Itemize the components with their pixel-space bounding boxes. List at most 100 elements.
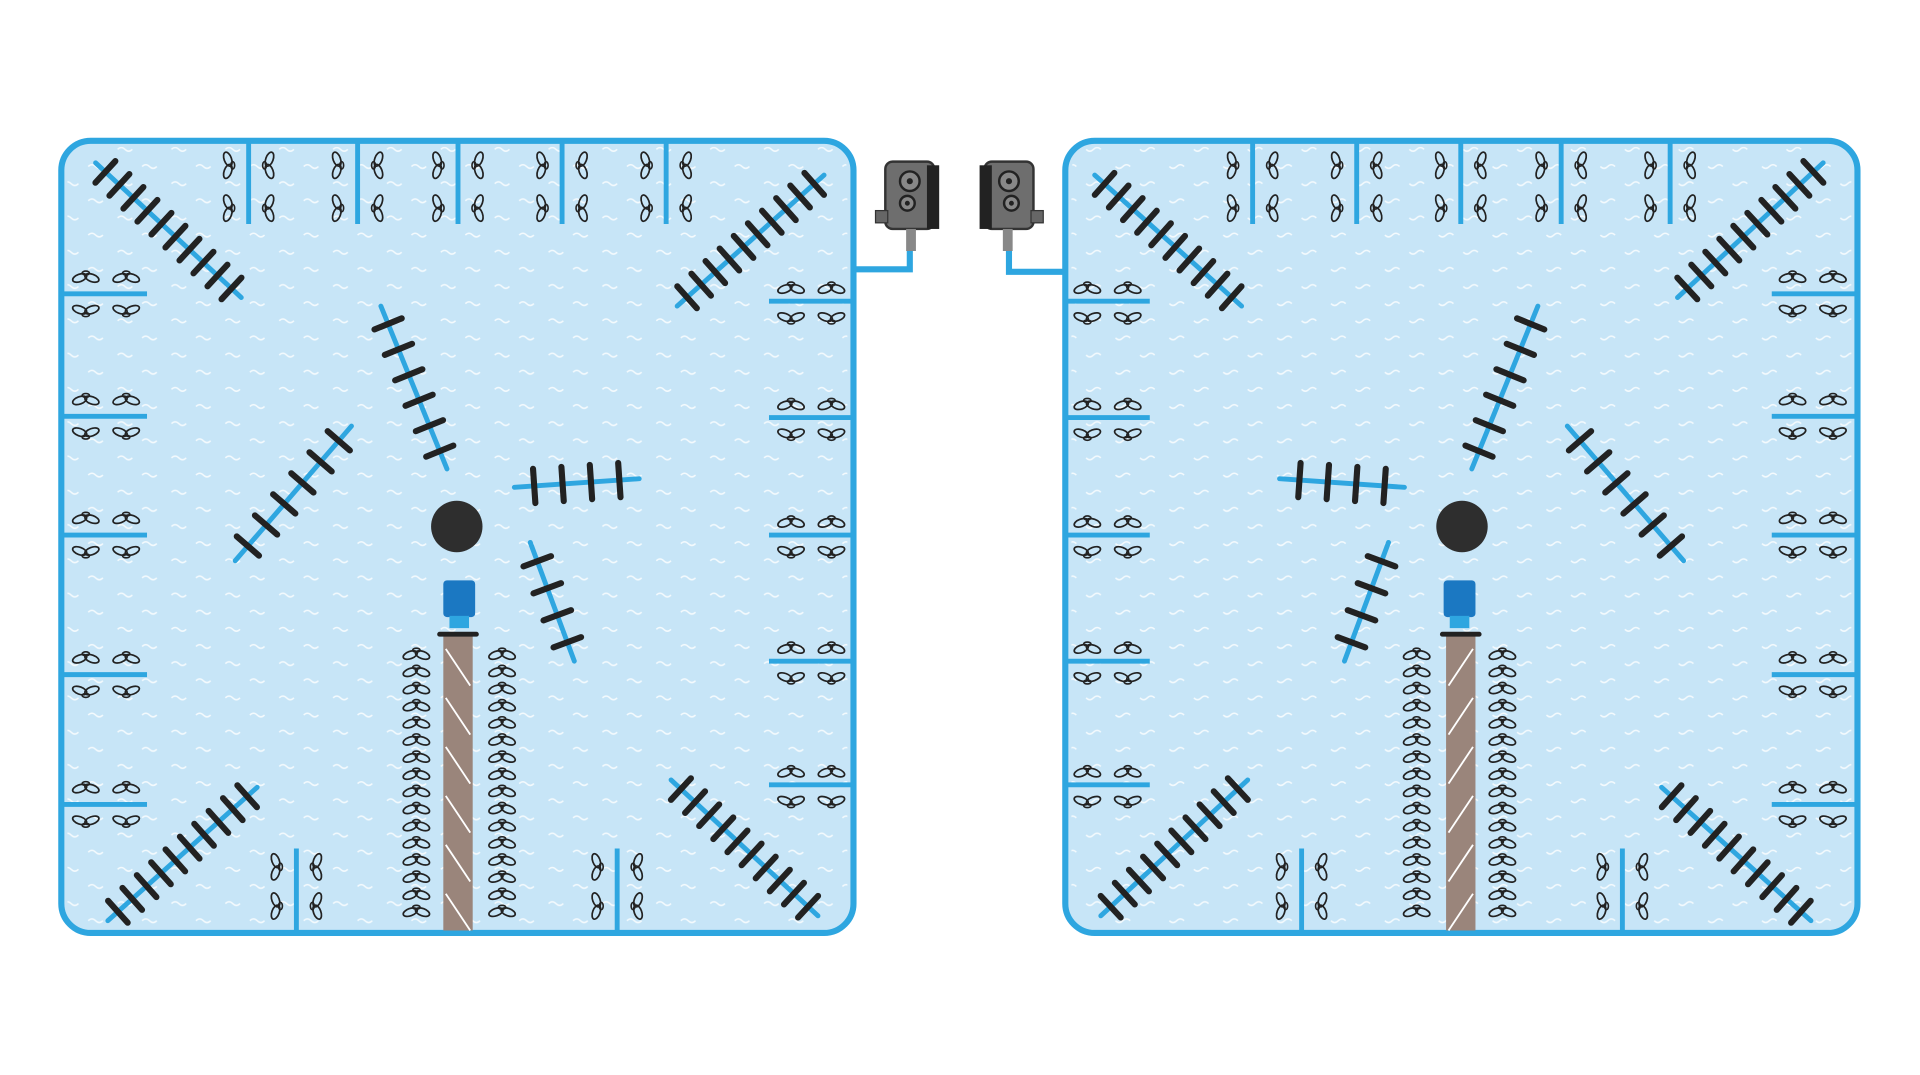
camera-cable (853, 250, 913, 273)
dock-plank (1140, 853, 1167, 882)
dock-plank (758, 207, 785, 236)
dock-plank (1674, 274, 1701, 303)
dock-plank (710, 814, 737, 843)
dock-plank (1503, 340, 1538, 358)
dock-plank (1354, 580, 1389, 597)
dock-plank (1716, 833, 1742, 862)
dock-plank (324, 428, 353, 454)
dock-plank (615, 459, 624, 501)
dock-plank (133, 872, 160, 901)
buoy (431, 500, 483, 553)
dock-plank (1656, 533, 1686, 559)
dock-plank (1148, 220, 1174, 249)
dock (520, 539, 585, 664)
dock-plank (1638, 512, 1667, 538)
dock-plank (1196, 801, 1223, 830)
dock (511, 459, 642, 507)
dock-plank (674, 283, 700, 312)
dock-plank (1204, 270, 1231, 299)
dock-plank (1334, 634, 1369, 651)
dock-plank (667, 775, 694, 803)
camera-right (978, 160, 1066, 275)
dock-plank (1154, 840, 1181, 869)
pier (1439, 631, 1482, 932)
pier-deck (1446, 634, 1476, 931)
bait-bucket-base (1449, 615, 1470, 629)
dock-plank (540, 607, 575, 624)
dock-plank (148, 859, 174, 888)
dock-plank (558, 463, 567, 505)
dock (667, 775, 822, 921)
dock-plank (1584, 449, 1613, 475)
dock-plank (204, 261, 231, 290)
pier-top (437, 631, 479, 637)
dock-plank (780, 879, 807, 908)
dock (371, 303, 457, 472)
dock-plank (1364, 553, 1399, 570)
dock (105, 782, 261, 926)
dock-plank (1091, 169, 1118, 198)
dock-plank (306, 449, 335, 475)
dock-plank (586, 461, 596, 503)
dock-plank (119, 884, 146, 913)
dock-plank (288, 470, 317, 496)
dock-plank (1730, 846, 1757, 875)
dock-plank (134, 196, 161, 225)
dock-plank (1323, 461, 1333, 503)
dock-plank (1097, 892, 1124, 921)
buoy (1436, 500, 1488, 553)
dock-plank (1716, 235, 1743, 264)
pier-stripe (444, 697, 472, 736)
dock-plank (702, 258, 729, 287)
dock-plank (219, 795, 246, 824)
pier-top (1439, 631, 1482, 637)
dock-plank (1168, 827, 1195, 856)
dock-plank (1483, 391, 1517, 409)
pier-stripe (1447, 697, 1474, 736)
dock-plank (1773, 884, 1800, 913)
pier-stripe (1447, 795, 1474, 834)
dock-plank (1744, 859, 1771, 888)
dock-plank (1182, 814, 1209, 843)
dock-plank (1772, 183, 1799, 212)
dock-plank (1224, 775, 1251, 803)
dock-walkway (1564, 423, 1687, 564)
dock-plank (148, 209, 175, 238)
dock-plank (1688, 261, 1715, 290)
dock (1462, 303, 1548, 472)
dock-plank (1190, 258, 1217, 287)
dock-plank (1380, 465, 1389, 507)
dock-plank (1134, 207, 1160, 236)
dock-plank (1658, 782, 1685, 811)
dock-plank (520, 553, 555, 570)
camera-cable (1005, 250, 1066, 275)
dock-plank (234, 782, 261, 811)
dock-plank (412, 417, 447, 435)
dock-plank (105, 897, 131, 926)
dock-plank (1218, 283, 1245, 312)
dock-plank (1513, 315, 1548, 333)
dock-plank (1702, 248, 1729, 277)
dock-plank (1462, 442, 1496, 460)
dock-plank (1673, 795, 1699, 824)
dock-plank (1701, 820, 1728, 849)
dock-plank (688, 270, 715, 299)
dock-plank (218, 274, 245, 303)
dock-plank (1295, 459, 1304, 501)
dock-plank (1351, 463, 1361, 505)
dock-plank (1125, 866, 1152, 895)
bait-bucket (1443, 580, 1476, 618)
dock-plank (787, 182, 813, 211)
dock-plank (1786, 171, 1813, 199)
dock-plank (191, 820, 217, 849)
dock-plank (724, 827, 751, 856)
camera-left (853, 160, 941, 273)
dock-plank (766, 866, 793, 895)
dock-plank (529, 465, 539, 507)
dock (1334, 539, 1399, 664)
dock-plank (190, 248, 217, 277)
dock-plank (1119, 195, 1146, 224)
dock-plank (1758, 196, 1785, 225)
left-pond (58, 137, 857, 937)
dock-plank (716, 245, 743, 274)
